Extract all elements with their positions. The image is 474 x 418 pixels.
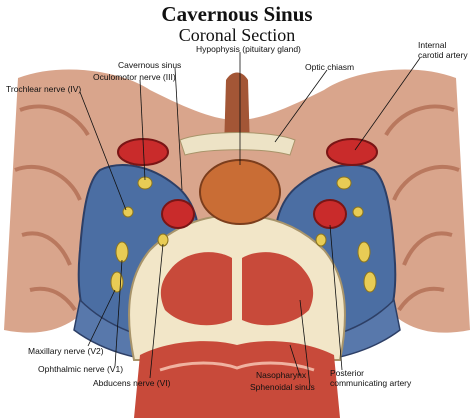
right-brain-folds <box>384 104 460 312</box>
leader-maxillary <box>87 289 116 347</box>
nasopharynx-highlight <box>159 361 315 372</box>
leader-sphenoidal <box>299 299 311 387</box>
leader-ophthalmic <box>114 259 123 367</box>
right-maxillary-nerve <box>363 271 377 293</box>
figure-subtitle: Coronal Section <box>178 25 296 45</box>
left-carotid-lower <box>161 199 195 229</box>
leader-posterior-comm <box>329 224 343 371</box>
right-carotid-upper <box>326 138 378 166</box>
label-abducens: Abducens nerve (VI) <box>93 378 171 388</box>
pituitary-gland <box>199 159 281 225</box>
right-ophthalmic-nerve <box>357 241 371 263</box>
left-brain-folds <box>14 104 90 312</box>
label-nasopharynx: Nasopharynx <box>256 370 307 380</box>
optic-chiasm <box>179 132 296 156</box>
figure-title: Cavernous Sinus <box>161 2 313 26</box>
left-trochlear-nerve <box>122 206 134 218</box>
label-sphenoidal-sinus: Sphenoidal sinus <box>250 382 315 392</box>
leader-abducens <box>149 243 164 379</box>
label-trochlear: Trochlear nerve (IV) <box>6 84 82 94</box>
leader-optic <box>274 69 328 143</box>
right-abducens-nerve <box>315 233 327 247</box>
label-optic-chiasm: Optic chiasm <box>305 62 355 72</box>
left-ophthalmic-nerve <box>115 241 129 263</box>
leader-carotid <box>354 57 421 151</box>
leader-oculomotor <box>139 79 146 181</box>
sphenoidal-sinus-left <box>160 252 232 326</box>
leader-lines <box>79 52 421 387</box>
label-ophthalmic: Ophthalmic nerve (V1) <box>38 364 124 374</box>
label-hypophysis: Hypophysis (pituitary gland) <box>196 44 301 54</box>
leader-cavernous <box>174 67 183 191</box>
label-oculomotor: Oculomotor nerve (III) <box>93 72 176 82</box>
leader-nasopharynx <box>289 344 301 377</box>
label-posterior-communicating: Posterior communicating artery <box>330 368 412 388</box>
nasopharynx-region <box>134 341 340 418</box>
label-internal-carotid: Internal carotid artery <box>418 40 468 60</box>
label-maxillary: Maxillary nerve (V2) <box>28 346 104 356</box>
label-cavernous-sinus: Cavernous sinus <box>118 60 182 70</box>
right-oculomotor-nerve <box>336 176 352 190</box>
right-trochlear-nerve <box>352 206 364 218</box>
pituitary-stalk <box>224 72 250 150</box>
sphenoidal-sinus-right <box>242 252 314 326</box>
leader-trochlear <box>79 91 127 211</box>
right-carotid-lower <box>313 199 347 229</box>
